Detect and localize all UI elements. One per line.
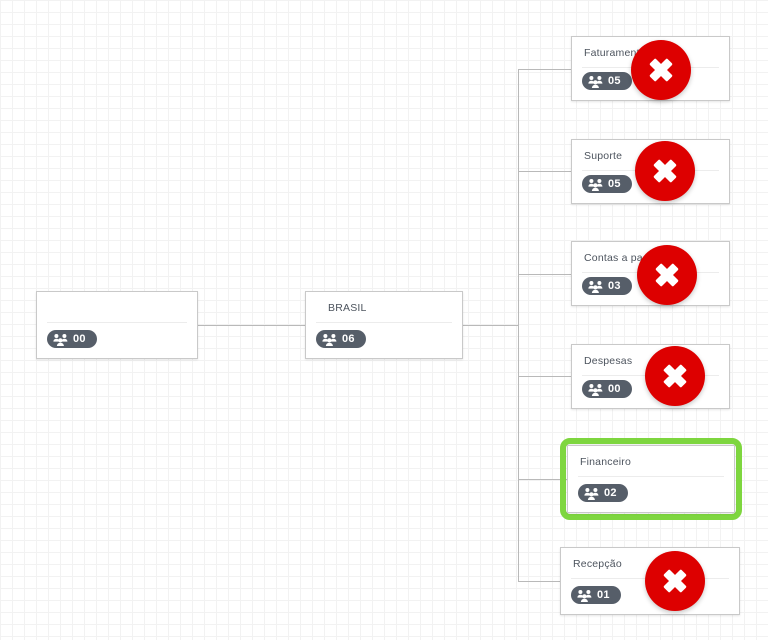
- member-count: 06: [342, 332, 355, 345]
- disabled-x-icon[interactable]: [631, 40, 691, 100]
- member-count: 02: [604, 486, 617, 499]
- member-count: 05: [608, 74, 621, 87]
- node-title: Suporte: [584, 150, 623, 162]
- member-count-badge[interactable]: 06: [316, 330, 366, 348]
- member-count-badge[interactable]: 01: [571, 586, 621, 604]
- node-title: BRASIL: [328, 302, 367, 314]
- member-count: 01: [597, 588, 610, 601]
- node-title: Recepção: [573, 558, 622, 570]
- edge-trunk-to-contas-a-pagar: [518, 274, 571, 275]
- node-title: Despesas: [584, 355, 633, 367]
- node-root[interactable]: 00: [36, 291, 198, 359]
- member-count-badge[interactable]: 00: [47, 330, 97, 348]
- node-divider: [316, 322, 452, 323]
- edge-root-to-brasil: [198, 325, 305, 326]
- group-people-icon: [53, 333, 68, 346]
- member-count: 00: [608, 382, 621, 395]
- member-count-badge[interactable]: 05: [582, 175, 632, 193]
- group-people-icon: [577, 589, 592, 602]
- disabled-x-icon[interactable]: [645, 551, 705, 611]
- disabled-x-icon[interactable]: [637, 245, 697, 305]
- member-count-badge[interactable]: 05: [582, 72, 632, 90]
- group-people-icon: [588, 383, 603, 396]
- group-people-icon: [588, 178, 603, 191]
- group-people-icon: [588, 75, 603, 88]
- member-count: 03: [608, 279, 621, 292]
- node-divider: [47, 322, 187, 323]
- group-people-icon: [584, 487, 599, 500]
- group-people-icon: [322, 333, 337, 346]
- selection-highlight: [560, 438, 742, 520]
- member-count: 00: [73, 332, 86, 345]
- member-count-badge[interactable]: 02: [578, 484, 628, 502]
- node-divider: [578, 476, 724, 477]
- node-title: Financeiro: [580, 456, 632, 468]
- edge-trunk-to-despesas: [518, 376, 571, 377]
- edge-trunk-to-suporte: [518, 171, 571, 172]
- member-count-badge[interactable]: 03: [582, 277, 632, 295]
- disabled-x-icon[interactable]: [635, 141, 695, 201]
- edge-trunk-to-financeiro: [518, 479, 571, 480]
- node-brasil[interactable]: BRASIL 06: [305, 291, 463, 359]
- member-count-badge[interactable]: 00: [582, 380, 632, 398]
- disabled-x-icon[interactable]: [645, 346, 705, 406]
- member-count: 05: [608, 177, 621, 190]
- edge-trunk-to-faturamento: [518, 69, 571, 70]
- edge-trunk-to-recepcao: [518, 581, 568, 582]
- node-title: Faturamento: [584, 47, 646, 59]
- edge-trunk-vertical: [518, 69, 519, 581]
- node-financeiro[interactable]: Financeiro 02: [567, 445, 735, 513]
- group-people-icon: [588, 280, 603, 293]
- edge-brasil-to-trunk: [463, 325, 518, 326]
